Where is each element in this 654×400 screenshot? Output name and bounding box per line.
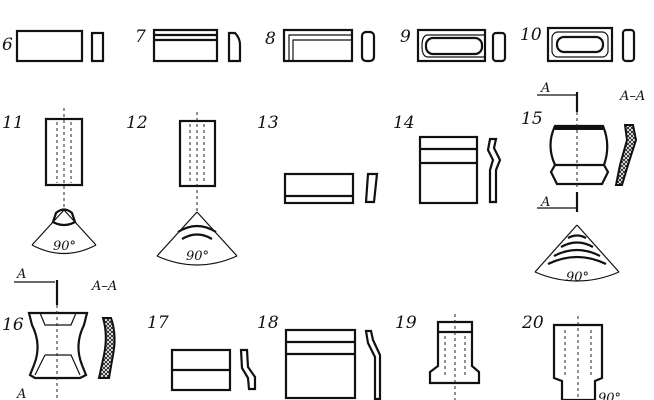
- figure-number: 8: [265, 29, 276, 49]
- figure-8: 8: [265, 28, 376, 63]
- figure-16: A A–A 16 A: [2, 267, 117, 400]
- figure-number: 20: [521, 313, 544, 333]
- section-mark-a: A: [540, 195, 550, 210]
- figure-number: 19: [395, 313, 417, 333]
- figure-13: 13: [257, 113, 379, 205]
- angle-label: 90°: [598, 391, 621, 400]
- section-mark-a: A: [540, 81, 550, 96]
- figure-number: 11: [2, 113, 24, 133]
- figure-number: 14: [393, 113, 415, 133]
- figure-14: 14: [393, 113, 502, 205]
- figure-17: 17: [147, 313, 257, 392]
- figure-12: 12 90°: [126, 112, 238, 266]
- figure-number: 15: [521, 109, 543, 129]
- figure-15: 15 A A–A A 90°: [521, 81, 645, 285]
- section-label: A–A: [91, 279, 117, 294]
- figure-number: 12: [126, 113, 148, 133]
- figure-number: 10: [520, 25, 542, 45]
- figure-20: 20 90°: [521, 313, 621, 400]
- figure-18: 18: [257, 313, 382, 400]
- figure-number: 7: [135, 27, 146, 47]
- figure-number: 18: [257, 313, 279, 333]
- angle-label: 90°: [566, 270, 589, 285]
- angle-label: 90°: [53, 239, 76, 254]
- figure-number: 17: [147, 313, 169, 333]
- figure-11: 11 90°: [2, 108, 97, 254]
- section-mark-a: A: [16, 387, 26, 400]
- figure-19: 19: [395, 313, 481, 400]
- figure-number: 16: [2, 315, 24, 335]
- section-mark-a: A: [16, 267, 26, 282]
- figure-number: 9: [400, 27, 411, 47]
- angle-label: 90°: [186, 249, 209, 264]
- figure-number: 13: [257, 113, 279, 133]
- figure-number: 6: [2, 35, 13, 55]
- figure-10: 10: [520, 25, 636, 63]
- section-label: A–A: [619, 89, 645, 104]
- figure-9: 9: [400, 27, 507, 63]
- figure-7: 7: [135, 27, 242, 63]
- figure-6: 6: [2, 29, 105, 63]
